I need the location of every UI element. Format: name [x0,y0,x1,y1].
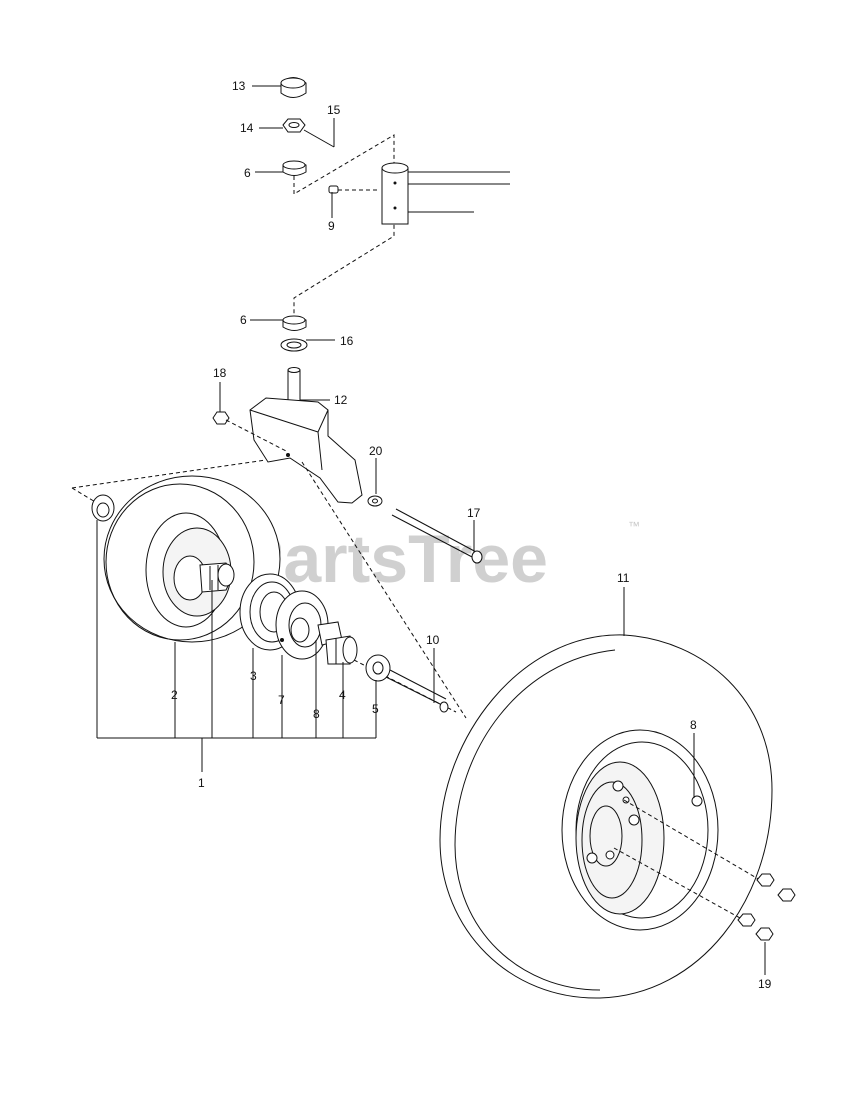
callout-18: 18 [213,366,227,380]
frame-tube [381,162,510,225]
callout-15: 15 [327,103,341,117]
nut-18[interactable] [212,411,230,425]
callout-5: 5 [372,702,379,716]
callout-16: 16 [340,334,354,348]
callout-1: 1 [198,776,205,790]
nut-14[interactable] [282,118,306,133]
seal-16[interactable] [280,338,308,352]
caster-yoke-12[interactable] [249,367,363,504]
bearing-6-bottom[interactable] [282,315,307,331]
callout-6-top: 6 [244,166,251,180]
bearing-4[interactable] [325,635,358,665]
callout-14: 14 [240,121,254,135]
callout-20: 20 [369,444,383,458]
tire-2[interactable] [103,475,281,643]
axle-bolt-17[interactable] [391,508,483,564]
cap-13[interactable] [280,77,307,98]
washer-20[interactable] [367,495,383,507]
callout-19: 19 [758,977,772,991]
callout-3: 3 [250,669,257,683]
bearing-6-top[interactable] [282,160,307,176]
callout-8-left: 8 [313,707,320,721]
callout-7: 7 [278,693,285,707]
callout-labels: 13 14 15 6 9 6 16 18 12 20 17 11 10 2 3 … [171,79,772,991]
callout-8-right: 8 [690,718,697,732]
callout-12: 12 [334,393,348,407]
callout-9: 9 [328,219,335,233]
spacer-5[interactable] [365,654,391,682]
callout-10: 10 [426,633,440,647]
callout-4: 4 [339,688,346,702]
lug-nut-19-c[interactable] [737,913,756,927]
callout-17: 17 [467,506,481,520]
grease-fitting-9[interactable] [328,185,339,194]
watermark-tm: ™ [628,519,640,533]
lug-nut-19-b[interactable] [777,888,796,902]
lug-nut-19-a[interactable] [756,873,775,887]
callout-13: 13 [232,79,246,93]
axle-10[interactable] [385,669,449,713]
callout-2: 2 [171,688,178,702]
rim-half-7[interactable] [275,590,329,660]
lug-nut-19-d[interactable] [755,927,774,941]
cotter-pin-15[interactable] [303,129,335,148]
seal-ring-left[interactable] [91,494,115,522]
drive-wheel-11[interactable] [439,634,773,999]
bearing-hub-left[interactable] [199,562,235,593]
callout-11: 11 [617,571,630,585]
callout-6-bottom: 6 [240,313,247,327]
leader-lines [96,85,766,975]
watermark: PartsTree ™ [238,519,640,597]
